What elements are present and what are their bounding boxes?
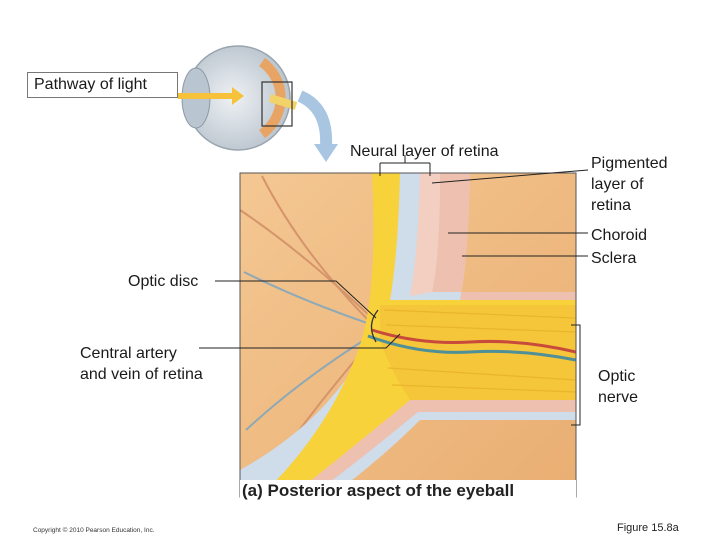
pathway-arrow [178,87,244,105]
optic-disc-label: Optic disc [128,273,199,290]
retina-cross-section [240,173,576,497]
pigmented-layer-label: Pigmented layer of retina [591,155,668,214]
leader-lines [199,155,589,426]
copyright-notice: Copyright © 2010 Pearson Education, Inc. [33,527,155,534]
optic-nerve-label: Optic nerve [598,368,639,406]
figure-caption: (a) Posterior aspect of the eyeball [240,480,576,502]
pathway-of-light-label: Pathway of light [27,72,178,98]
zoom-arrow [297,90,338,162]
neural-layer-label: Neural layer of retina [350,143,499,160]
figure-number: Figure 15.8a [617,522,679,534]
sclera-label: Sclera [591,250,637,267]
choroid-label: Choroid [591,227,648,244]
central-artery-vein-label: Central artery and vein of retina [80,345,203,383]
